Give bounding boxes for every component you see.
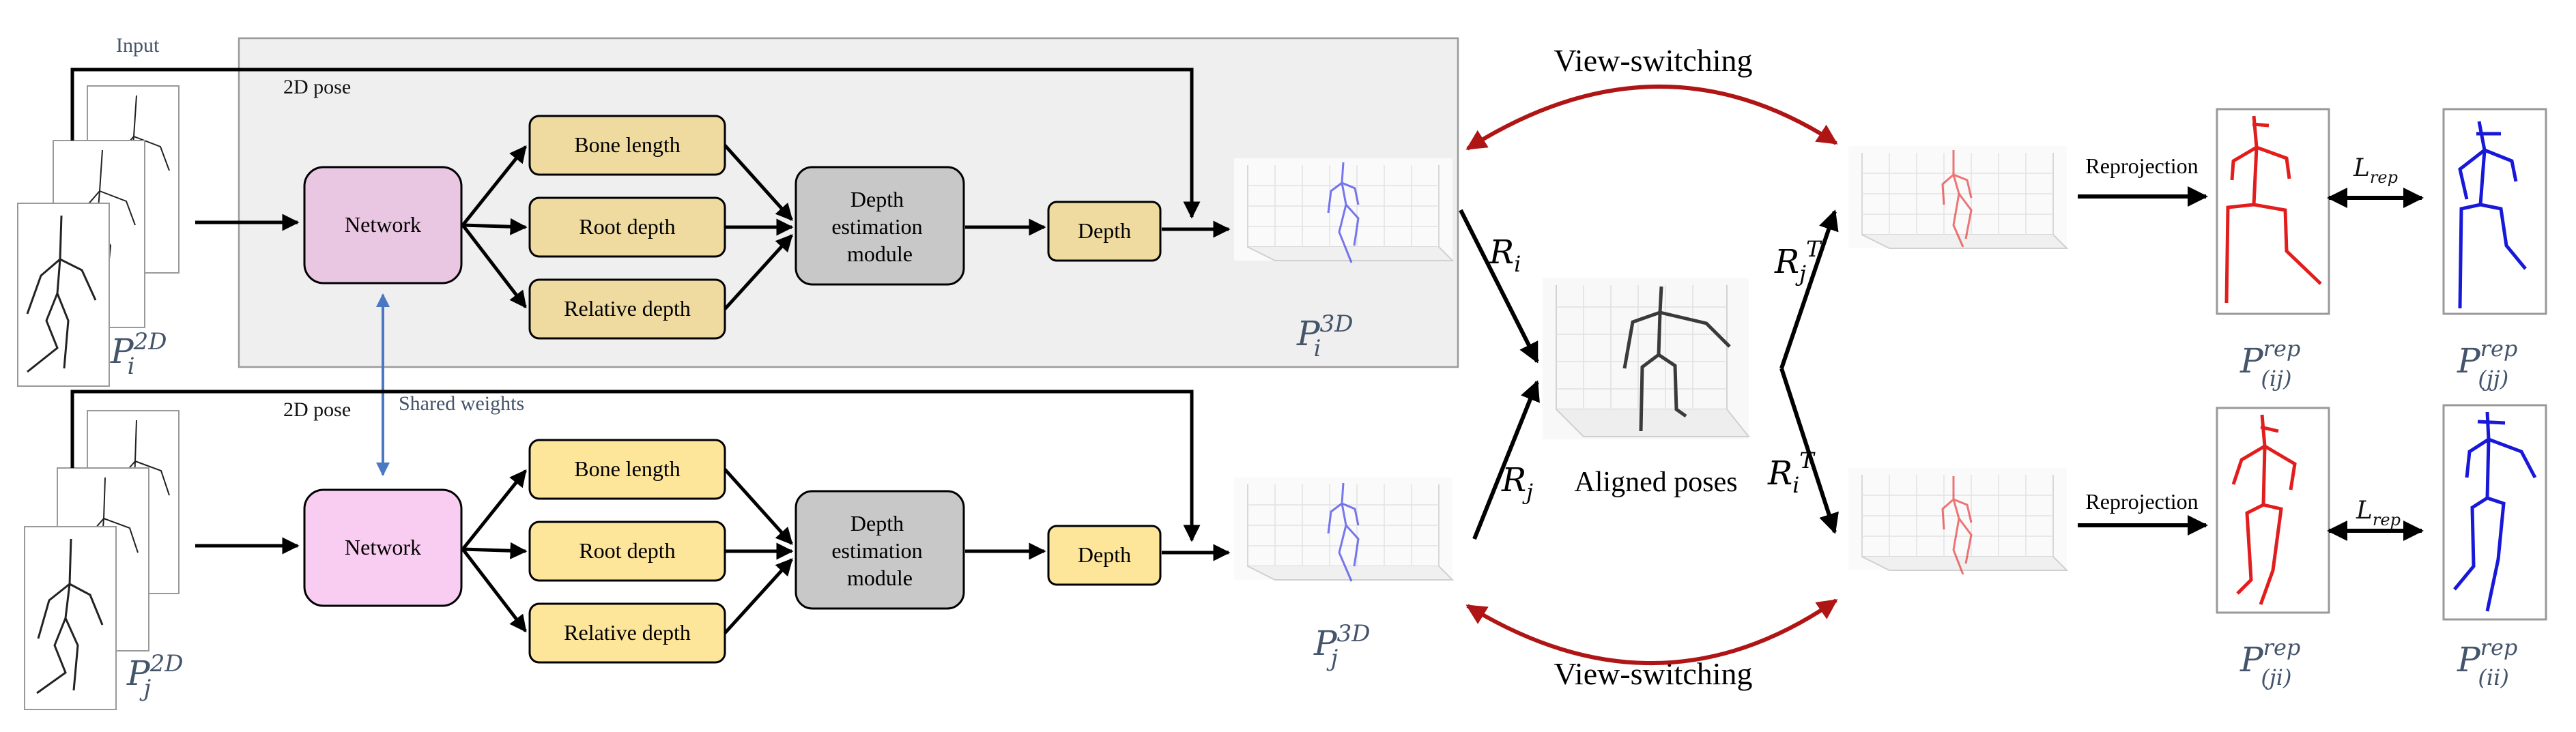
reprojection-bottom-label: Reprojection (2085, 489, 2198, 514)
Ri-label: Ri (1489, 233, 1521, 277)
dem-top-label: Depth estimation module (831, 187, 928, 266)
pose2d-label-bottom: 2D pose (283, 398, 351, 421)
Pii-skeleton (2453, 411, 2537, 612)
pose3d-top (1327, 162, 1360, 263)
Pii-panel (2442, 404, 2547, 621)
Pii-label: Prep(ii) (2457, 634, 2517, 690)
shared-weights-label: Shared weights (399, 392, 524, 415)
view-switching-top-label: View-switching (1554, 43, 1752, 78)
reprojected-pose-bottom (1941, 476, 1973, 575)
dem-bottom-label: Depth estimation module (831, 511, 928, 590)
relative-depth-bottom-label: Relative depth (564, 620, 691, 645)
input-label: Input (116, 34, 160, 57)
pose2d-label-top: 2D pose (283, 76, 351, 98)
bone-length-bottom-label: Bone length (574, 456, 681, 481)
depth-estimation-module-bottom (795, 490, 965, 610)
Pji-label: Prep(ji) (2239, 634, 2300, 690)
view-switching-top-arc (1465, 84, 1838, 151)
aligned-poses-panel (1543, 278, 1751, 439)
Pji-skeleton (2231, 414, 2297, 605)
input-pose-top (26, 215, 97, 373)
bone-length-top-label: Bone length (574, 132, 681, 157)
Rj-label: Rj (1501, 461, 1533, 505)
input-frames-bottom (24, 410, 180, 710)
relative-depth-top-label: Relative depth (564, 296, 691, 321)
Pji-panel (2216, 407, 2330, 614)
root-depth-bottom-label: Root depth (579, 538, 675, 563)
Pij-skeleton (2224, 115, 2322, 304)
Pjj-skeleton (2458, 121, 2527, 309)
aligned-poses-label: Aligned poses (1574, 467, 1737, 498)
Pij-label: Prep(ij) (2239, 336, 2300, 392)
reprojection-top-label: Reprojection (2085, 153, 2198, 178)
reprojection-section: Reprojection Reprojection Prep(ij) Prep(… (1848, 108, 2547, 690)
Pij-panel (2216, 108, 2330, 315)
network-top-label: Network (345, 212, 421, 237)
depth-bottom (1047, 525, 1162, 586)
view-switching-bottom-arc (1465, 598, 1838, 666)
network-bottom-label: Network (345, 535, 421, 559)
Lrep-top-label: Lrep (2353, 154, 2398, 187)
Pjj-label: Prep(jj) (2457, 336, 2517, 392)
root-depth-top-label: Root depth (579, 214, 675, 239)
depth-bottom-label: Depth (1078, 542, 1131, 567)
pose3d-bottom (1327, 482, 1360, 582)
network-top (303, 166, 463, 284)
depth-top-label: Depth (1078, 218, 1131, 243)
input-frames-top (17, 85, 180, 387)
top-branch: Input 2D pose Network Bone length Root d… (17, 34, 1459, 387)
alignment-section: View-switching View-switching Ri Rj Alig… (1459, 43, 1839, 691)
bottom-branch: 2D pose Network Bone length Root depth R… (24, 390, 1453, 710)
depth-estimation-module-top (795, 166, 965, 286)
input-pose-bottom (36, 538, 104, 694)
Lrep-bottom-label: Lrep (2356, 497, 2401, 529)
RiT-label: RiT (1767, 448, 1816, 498)
reprojected-pose-top (1941, 150, 1973, 248)
network-bottom (303, 488, 463, 607)
aligned-pose-skeleton (1622, 286, 1731, 432)
RjT-label: RjT (1774, 236, 1822, 287)
depth-top (1047, 201, 1162, 262)
